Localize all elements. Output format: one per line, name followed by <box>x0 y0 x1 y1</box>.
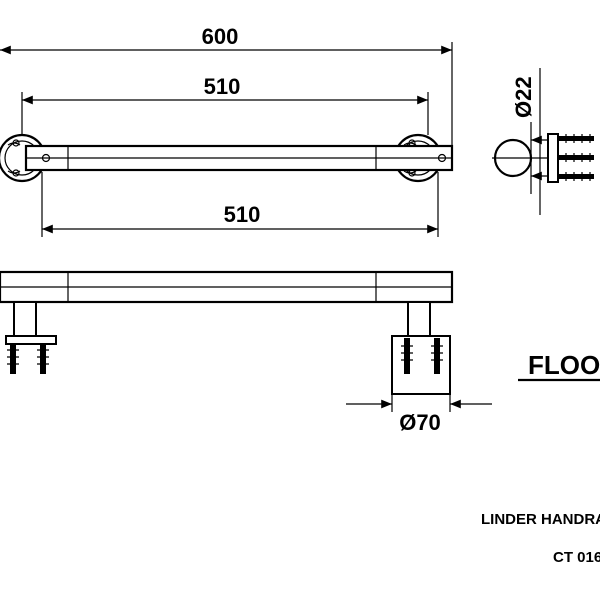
section-view: Ø22 <box>492 68 594 215</box>
left-floor-post <box>5 301 57 374</box>
front-view: Ø70 FLOOR <box>0 270 600 435</box>
floor-label: FLOOR <box>528 350 600 380</box>
dimension-overall-length: 600 <box>0 24 453 145</box>
dimension-bottom-inner-length: 510 <box>41 172 439 237</box>
top-view: 600 510 <box>0 24 454 237</box>
dimension-base-diameter: Ø70 <box>346 394 492 435</box>
title-block: LINDER HANDRA CT 016 <box>481 511 600 566</box>
handrail-bar-front <box>0 270 454 304</box>
dimension-top-inner-length-label: 510 <box>204 74 241 99</box>
product-name: LINDER HANDRA <box>481 511 600 528</box>
dimension-bar-diameter-label: Ø22 <box>511 76 536 118</box>
handrail-bar-top <box>24 144 454 172</box>
dimension-overall-length-label: 600 <box>202 24 239 49</box>
dimension-bottom-inner-length-label: 510 <box>224 202 261 227</box>
dimension-top-inner-length: 510 <box>21 74 429 135</box>
wall-anchors <box>558 134 594 181</box>
floor-indicator: FLOOR <box>518 350 600 382</box>
right-floor-post <box>391 301 451 395</box>
product-code: CT 016 <box>553 549 600 566</box>
dimension-base-diameter-label: Ø70 <box>399 410 441 435</box>
